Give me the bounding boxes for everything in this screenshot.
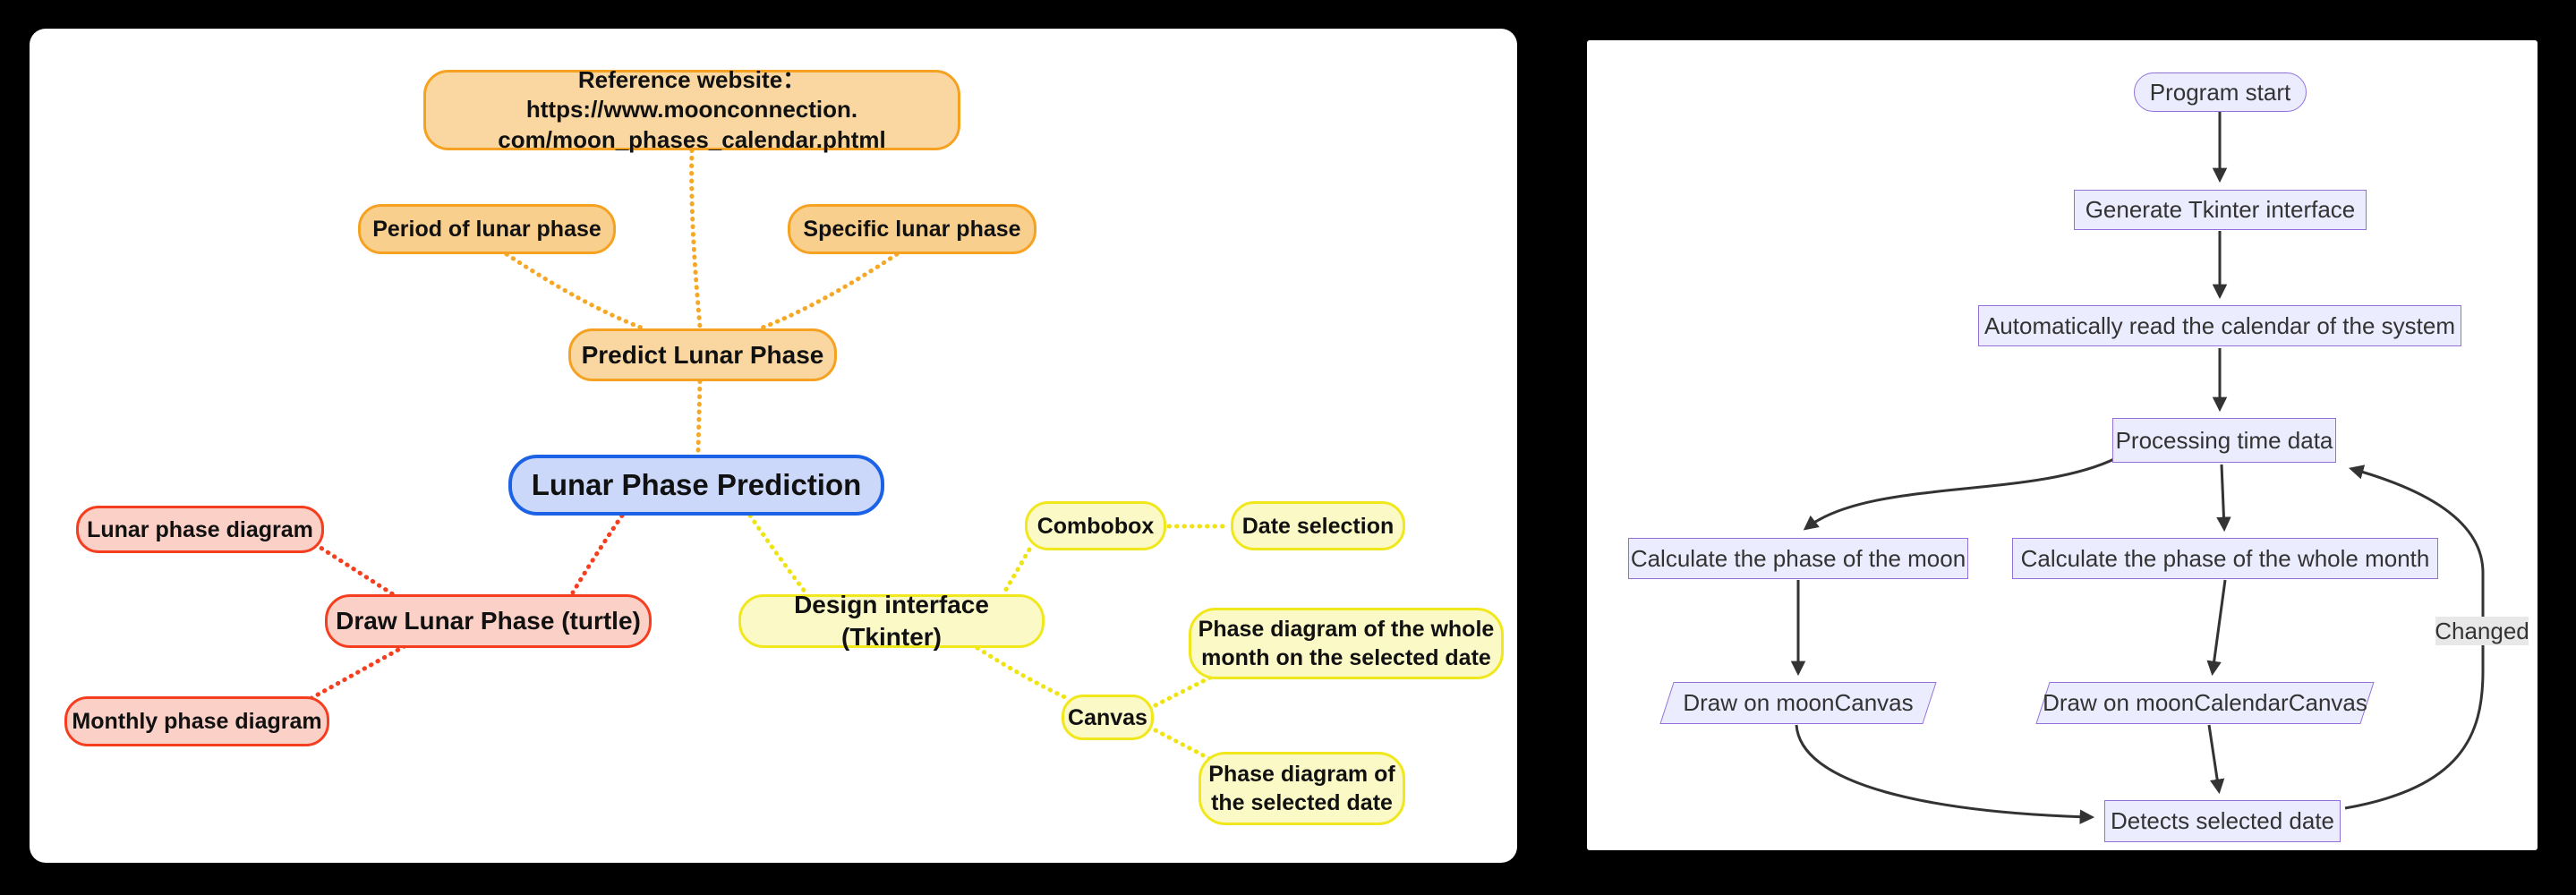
processing-label: Processing time data xyxy=(2115,426,2333,454)
mindmap-node-draw-lunar-phase: Draw Lunar Phase (turtle) xyxy=(325,594,652,648)
predict-label: Predict Lunar Phase xyxy=(581,340,824,369)
flow-node-generate-tkinter: Generate Tkinter interface xyxy=(2074,190,2367,230)
date-selection-label: Date selection xyxy=(1241,513,1395,539)
canvas-label: Canvas xyxy=(1068,704,1147,730)
flow-node-draw-mooncanvas: Draw on moonCanvas xyxy=(1659,682,1937,724)
flow-node-draw-mooncalendarcanvas: Draw on moonCalendarCanvas xyxy=(2035,682,2375,724)
calc-month-label: Calculate the phase of the whole month xyxy=(2020,544,2430,572)
root-label: Lunar Phase Prediction xyxy=(531,467,862,501)
mindmap-node-whole-month-diagram: Phase diagram of the whole month on the … xyxy=(1189,608,1504,679)
flow-node-processing-time-data: Processing time data xyxy=(2112,418,2336,463)
mindmap-node-design-interface: Design interface (Tkinter) xyxy=(738,591,1045,651)
period-label: Period of lunar phase xyxy=(372,217,601,242)
selected-date-line-2: the selected date xyxy=(1211,790,1393,815)
monthly-label: Monthly phase diagram xyxy=(72,709,322,734)
flow-node-calc-moon-phase: Calculate the phase of the moon xyxy=(1628,538,1968,579)
reference-line-2: com/moon_phases_calendar.phtml xyxy=(498,125,886,153)
whole-month-line-2: month on the selected date xyxy=(1201,645,1491,670)
combobox-label: Combobox xyxy=(1036,513,1155,539)
selected-date-line-1: Phase diagram of xyxy=(1208,762,1395,787)
mindmap-node-canvas: Canvas xyxy=(1062,695,1154,740)
generate-label: Generate Tkinter interface xyxy=(2085,196,2356,223)
mindmap-node-lunar-phase-diagram: Lunar phase diagram xyxy=(76,506,324,553)
whole-month-line-1: Phase diagram of the whole xyxy=(1198,617,1495,642)
reference-line-1: Reference website： https://www.moonconne… xyxy=(525,66,858,124)
lunar-diagram-label: Lunar phase diagram xyxy=(87,516,313,542)
mindmap-node-root: Lunar Phase Prediction xyxy=(508,455,884,516)
mindmap-node-date-selection: Date selection xyxy=(1231,501,1405,550)
program-start-label: Program start xyxy=(2149,78,2291,106)
specific-label: Specific lunar phase xyxy=(803,217,1021,242)
auto-read-label: Automatically read the calendar of the s… xyxy=(1983,311,2456,339)
mindmap-node-period: Period of lunar phase xyxy=(358,204,616,254)
mindmap-node-selected-date-diagram: Phase diagram of the selected date xyxy=(1198,752,1405,825)
detects-label: Detects selected date xyxy=(2110,807,2335,834)
draw-label: Draw Lunar Phase (turtle) xyxy=(336,607,641,635)
flow-node-detects-selected-date: Detects selected date xyxy=(2104,800,2341,842)
calc-moon-label: Calculate the phase of the moon xyxy=(1630,544,1966,572)
flow-node-program-start: Program start xyxy=(2134,72,2307,112)
flow-node-calc-month-phase: Calculate the phase of the whole month xyxy=(2012,538,2438,579)
flow-edge-label-changed: Changed xyxy=(2435,617,2529,645)
mindmap-node-predict: Predict Lunar Phase xyxy=(568,328,837,381)
flowchart-panel xyxy=(1587,40,2538,850)
flow-node-auto-read-calendar: Automatically read the calendar of the s… xyxy=(1978,305,2461,346)
design-label: Design interface (Tkinter) xyxy=(794,591,989,651)
mindmap-node-monthly-phase-diagram: Monthly phase diagram xyxy=(64,696,329,746)
mindmap-node-reference-website: Reference website： https://www.moonconne… xyxy=(423,66,960,153)
draw-mooncalendarcanvas-label: Draw on moonCalendarCanvas xyxy=(2043,689,2367,716)
mindmap-node-specific: Specific lunar phase xyxy=(788,204,1036,254)
draw-mooncanvas-label: Draw on moonCanvas xyxy=(1683,689,1914,716)
mindmap-node-combobox: Combobox xyxy=(1025,501,1166,550)
